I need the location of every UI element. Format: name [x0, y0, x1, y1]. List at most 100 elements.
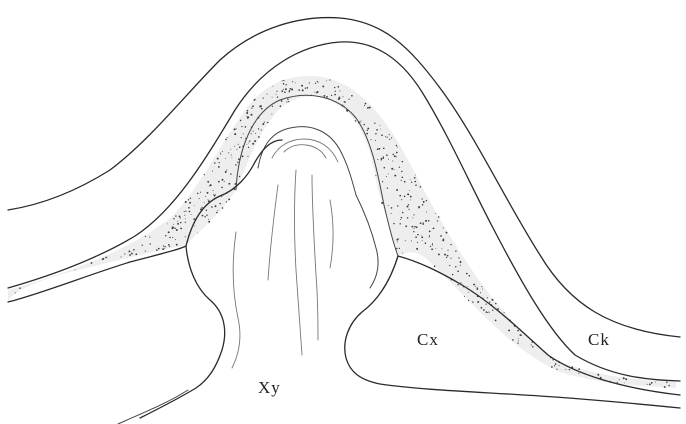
stipple-dot	[380, 125, 381, 126]
stipple-dot	[398, 238, 399, 239]
stipple-dot	[251, 114, 253, 116]
stipple-dot	[246, 116, 247, 117]
stipple-dot	[434, 265, 436, 267]
stipple-dot	[381, 158, 382, 159]
stipple-dot	[217, 158, 219, 160]
stipple-dot	[287, 98, 289, 100]
stipple-dot	[411, 182, 412, 183]
stipple-dot	[399, 223, 400, 224]
xylem-base-curve	[118, 390, 188, 424]
stipple-dot	[389, 134, 390, 135]
stipple-dot	[167, 223, 168, 224]
stipple-dot	[415, 181, 417, 183]
stipple-dot	[489, 302, 490, 303]
stipple-dot	[292, 81, 293, 82]
stipple-dot	[194, 205, 195, 206]
stipple-dot	[239, 146, 241, 148]
stipple-dot	[382, 157, 384, 159]
stipple-dot	[91, 262, 93, 264]
stipple-dot	[521, 335, 522, 336]
stipple-dot	[668, 385, 670, 387]
stipple-dot	[230, 173, 231, 174]
stipple-dot	[412, 217, 413, 218]
stipple-dot	[443, 227, 444, 228]
stipple-dot	[208, 199, 209, 200]
stipple-dot	[199, 198, 200, 199]
stipple-dot	[442, 239, 444, 241]
stipple-dot	[176, 229, 178, 231]
stipple-dot	[204, 216, 205, 217]
stipple-dot	[429, 235, 430, 236]
stipple-dot	[469, 275, 471, 277]
stipple-dot	[176, 244, 178, 246]
stipple-dot	[338, 98, 340, 100]
stipple-dot	[234, 128, 236, 130]
stipple-dot	[425, 220, 427, 222]
stipple-dot	[142, 245, 143, 246]
stipple-dot	[418, 207, 419, 208]
stipple-dot	[214, 162, 216, 164]
stipple-dot	[243, 133, 244, 134]
stipple-dot	[401, 171, 402, 172]
stipple-dot	[375, 140, 376, 141]
stipple-dot	[450, 258, 451, 259]
stipple-dot	[410, 179, 411, 180]
stipple-dot	[249, 141, 250, 142]
stipple-dot	[252, 105, 254, 107]
stipple-dot	[666, 381, 668, 383]
stipple-dot	[172, 227, 174, 229]
stipple-dot	[263, 97, 264, 98]
stipple-dot	[512, 339, 514, 341]
stipple-dot	[420, 186, 422, 188]
stipple-dot	[335, 91, 336, 92]
stipple-dot	[401, 217, 402, 218]
stipple-dot	[234, 133, 236, 135]
stipple-dot	[177, 221, 178, 222]
stipple-dot	[322, 85, 324, 87]
stipple-dot	[391, 207, 393, 209]
stipple-dot	[438, 216, 440, 218]
stipple-dot	[402, 253, 403, 254]
stipple-dot	[289, 90, 290, 91]
stipple-dot	[380, 129, 381, 130]
stipple-dot	[410, 199, 411, 200]
stipple-dot	[185, 236, 186, 237]
stipple-dot	[283, 83, 285, 85]
stipple-dot	[504, 312, 505, 313]
stipple-dot	[204, 174, 205, 175]
stipple-dot	[417, 242, 418, 243]
stipple-dot	[386, 176, 387, 177]
stipple-dot	[218, 166, 220, 168]
stipple-dot	[423, 201, 425, 203]
stipple-dot	[258, 128, 259, 129]
stipple-dot	[315, 83, 316, 84]
stipple-dot	[384, 167, 386, 169]
stipple-dot	[348, 99, 349, 100]
stipple-dot	[266, 93, 267, 94]
stipple-dot	[375, 133, 376, 134]
stipple-dot	[407, 194, 408, 195]
stipple-dot	[164, 246, 165, 247]
stipple-dot	[226, 201, 227, 202]
stipple-dot	[401, 199, 402, 200]
stipple-dot	[447, 255, 449, 257]
stipple-dot	[228, 152, 229, 153]
stipple-dot	[468, 292, 469, 293]
stipple-dot	[247, 117, 249, 119]
stipple-dot	[385, 136, 386, 137]
stipple-dot	[216, 212, 218, 214]
stipple-dot	[208, 219, 209, 220]
stipple-dot	[365, 103, 367, 105]
stipple-dot	[649, 384, 651, 386]
stipple-dot	[180, 222, 181, 223]
stipple-dot	[238, 144, 239, 145]
stipple-dot	[309, 82, 310, 83]
apex-arch-middle	[258, 127, 356, 195]
stipple-dot	[404, 181, 406, 183]
stipple-dot	[226, 170, 227, 171]
stipple-dot	[15, 292, 16, 293]
stipple-dot	[242, 155, 244, 157]
stipple-dot	[245, 126, 247, 128]
stipple-dot	[407, 217, 409, 219]
stipple-dot	[175, 215, 176, 216]
